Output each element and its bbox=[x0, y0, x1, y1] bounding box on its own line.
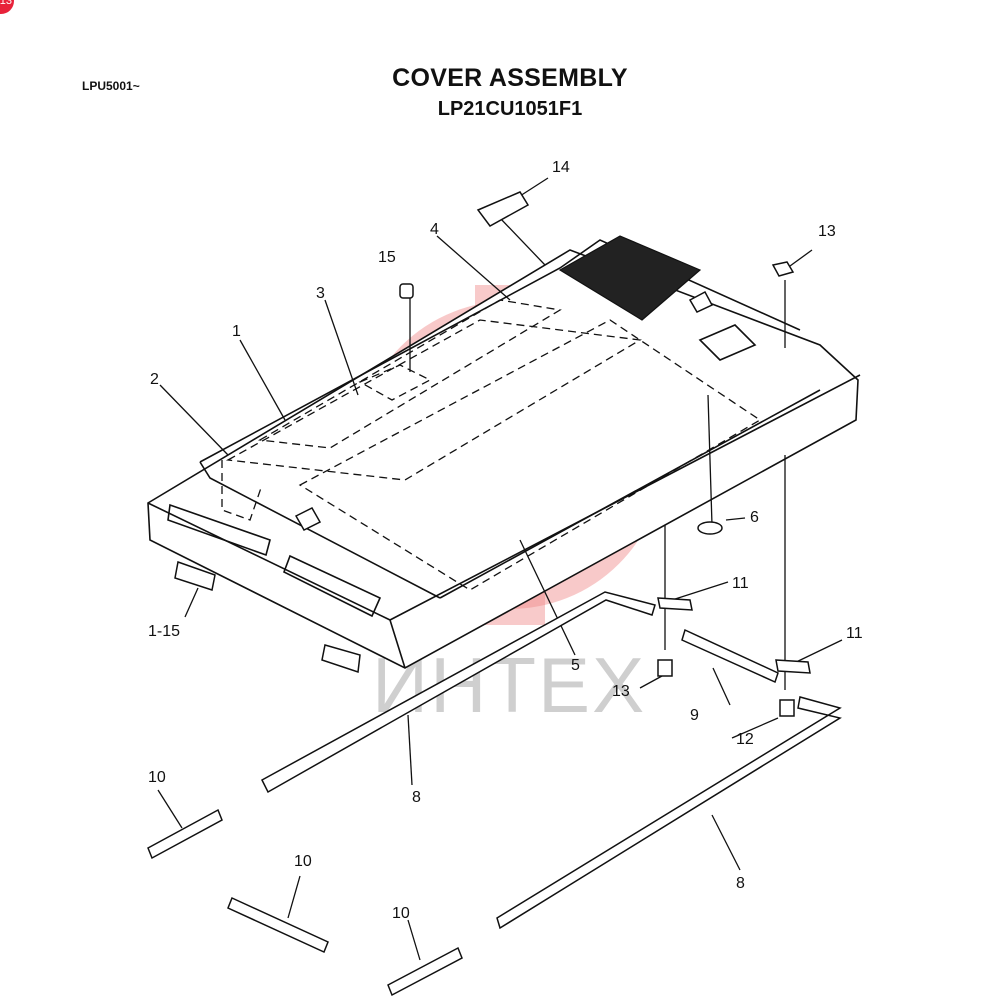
vent-grille bbox=[558, 235, 702, 321]
callout-15: 15 bbox=[378, 249, 396, 266]
hinge-1-15 bbox=[174, 561, 216, 591]
callout-4: 4 bbox=[430, 221, 439, 238]
bolt-12 bbox=[779, 699, 795, 717]
spacer-11b bbox=[775, 659, 811, 674]
plug-15 bbox=[399, 283, 414, 299]
callout-13-top: 13 bbox=[818, 223, 836, 240]
seal-strip-10a bbox=[147, 808, 223, 860]
callout-10-a: 10 bbox=[148, 769, 166, 786]
callout-9: 9 bbox=[690, 707, 699, 724]
callout-14: 14 bbox=[552, 159, 570, 176]
seal-strip-9 bbox=[681, 628, 779, 684]
callout-10-c: 10 bbox=[392, 905, 410, 922]
callout-8-right: 8 bbox=[736, 875, 745, 892]
leader-lines bbox=[157, 177, 843, 961]
nut-13-top bbox=[771, 261, 795, 277]
callout-8-left: 8 bbox=[412, 789, 421, 806]
callout-11-a: 11 bbox=[732, 575, 749, 592]
callout-6: 6 bbox=[750, 509, 759, 526]
seal-strips bbox=[147, 591, 842, 997]
cover-body bbox=[147, 235, 861, 669]
callout-1-15: 1-15 bbox=[148, 623, 180, 640]
callout-10-b: 10 bbox=[294, 853, 312, 870]
part-number: LP21CU1051F1 bbox=[437, 98, 583, 120]
callout-2: 2 bbox=[150, 371, 159, 388]
callout-labels: 1 2 3 4 5 6 8 8 9 10 10 10 11 11 12 13 1… bbox=[148, 159, 863, 922]
callout-12: 12 bbox=[736, 731, 754, 748]
seal-strip-10b bbox=[227, 896, 329, 954]
grommet-6 bbox=[697, 521, 723, 535]
callout-13-lower: 13 bbox=[612, 683, 630, 700]
seal-strip-10c bbox=[387, 946, 463, 997]
callout-3: 3 bbox=[316, 285, 325, 302]
insulation-panels bbox=[221, 299, 762, 591]
handle-latch bbox=[294, 507, 322, 531]
seal-strip-8-right bbox=[496, 696, 842, 930]
hinge-lower bbox=[321, 644, 361, 674]
callout-5: 5 bbox=[571, 657, 580, 674]
handle-latch-rear bbox=[688, 290, 714, 313]
latch-14 bbox=[476, 191, 530, 227]
bolt-13-lower bbox=[657, 659, 673, 677]
spacer-11a bbox=[657, 597, 693, 611]
drawing-code: LPU5001~ bbox=[82, 79, 140, 93]
page-title: COVER ASSEMBLY bbox=[392, 64, 628, 92]
seal-strip-8-left bbox=[261, 591, 656, 794]
callout-1: 1 bbox=[232, 323, 241, 340]
callout-11-b: 11 bbox=[846, 625, 863, 642]
hardware bbox=[174, 191, 795, 717]
